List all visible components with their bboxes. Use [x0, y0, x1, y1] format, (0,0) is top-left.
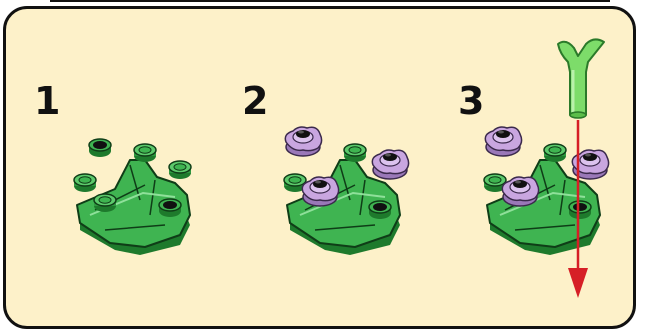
- step-number-1: 1: [34, 79, 61, 123]
- top-edge-line: [50, 0, 610, 2]
- flower-icon: [301, 176, 340, 207]
- instruction-panel: [3, 6, 636, 329]
- step-1-plate: [73, 138, 192, 256]
- step-2-plate: [283, 126, 410, 256]
- flower-icon: [371, 149, 410, 180]
- stem-icon: [557, 38, 605, 119]
- step-number-2: 2: [242, 79, 269, 123]
- flower-icon: [284, 126, 323, 157]
- step-number-3: 3: [458, 79, 485, 123]
- down-arrow-icon: [568, 120, 588, 298]
- step-3-plate: [483, 126, 610, 256]
